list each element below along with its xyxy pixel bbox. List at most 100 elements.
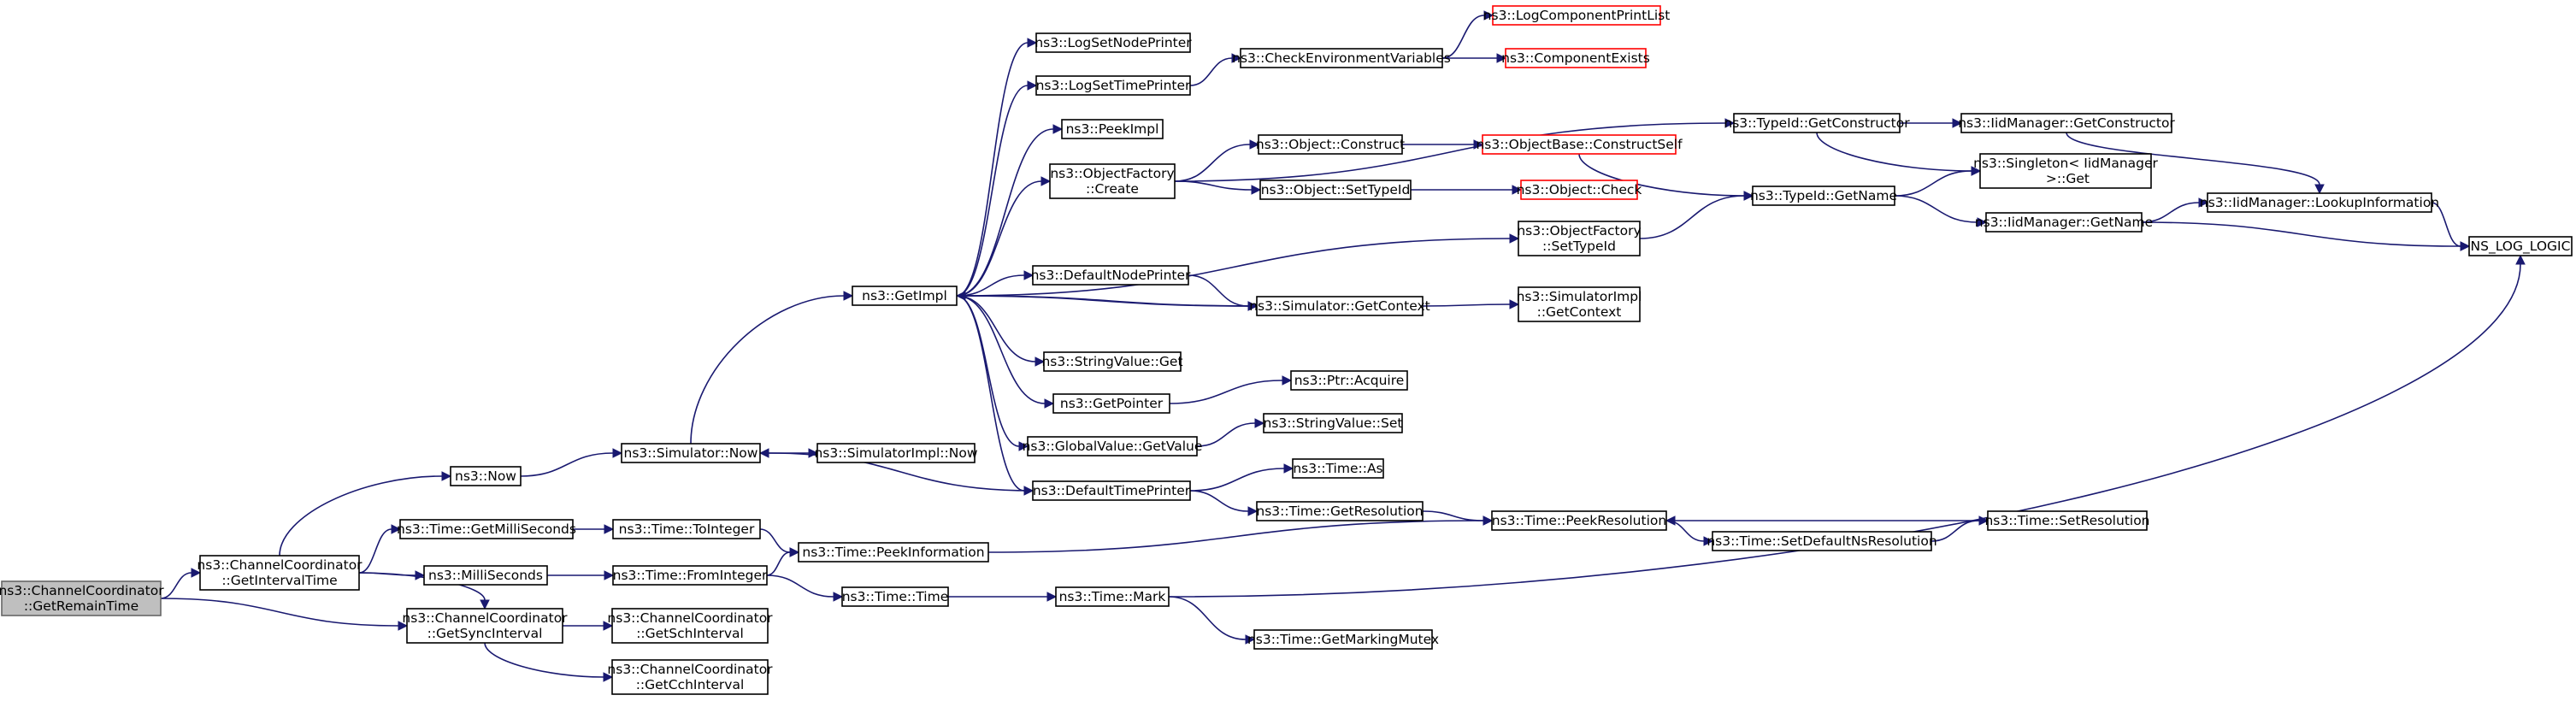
- node-root[interactable]: ns3::ChannelCoordinator::GetRemainTime: [0, 580, 164, 616]
- node-peek-info[interactable]: ns3::Time::PeekInformation: [798, 542, 989, 563]
- node-sim-now[interactable]: ns3::Simulator::Now: [621, 443, 761, 463]
- node-label: NS_LOG_LOGIC: [2471, 239, 2571, 255]
- node-milli[interactable]: ns3::MilliSeconds: [423, 565, 548, 586]
- edge-line: [2141, 221, 2461, 247]
- edge-line: [1174, 144, 1251, 182]
- node-peek-impl[interactable]: ns3::PeekImpl: [1061, 119, 1164, 139]
- node-label: ns3::PeekImpl: [1066, 121, 1159, 137]
- node-log-node[interactable]: ns3::LogSetNodePrinter: [1035, 32, 1192, 53]
- node-label: ns3::Time::As: [1293, 461, 1382, 476]
- node-set-def-ns[interactable]: ns3::Time::SetDefaultNsResolution: [1707, 531, 1937, 551]
- node-label-line: ::GetIntervalTime: [221, 573, 337, 588]
- node-get-res[interactable]: ns3::Time::GetResolution: [1256, 501, 1424, 521]
- node-get-impl[interactable]: ns3::GetImpl: [852, 286, 958, 306]
- node-peek-res[interactable]: ns3::Time::PeekResolution: [1491, 510, 1667, 531]
- node-get-mark-mutex[interactable]: ns3::Time::GetMarkingMutex: [1247, 629, 1439, 650]
- call-edge: [1174, 180, 1262, 195]
- node-type-id-get-name[interactable]: ns3::TypeId::GetName: [1750, 186, 1897, 206]
- node-sim-impl-get-context[interactable]: ns3::SimulatorImpl::GetContext: [1517, 286, 1642, 322]
- node-to-integer[interactable]: ns3::Time::ToInteger: [612, 519, 761, 539]
- node-box: [1049, 163, 1176, 199]
- call-edge: [758, 448, 1034, 492]
- node-label-line: ns3::Time::SetResolution: [1984, 513, 2149, 528]
- node-label-line: ns3::Object::Check: [1517, 182, 1642, 197]
- arrowhead-icon: [789, 547, 800, 557]
- node-ns-log-logic[interactable]: NS_LOG_LOGIC: [2468, 236, 2573, 256]
- edge-line: [956, 42, 1029, 297]
- node-box: [798, 542, 989, 563]
- node-def-node[interactable]: ns3::DefaultNodePrinter: [1031, 265, 1191, 286]
- call-edge: [1189, 490, 1259, 516]
- node-time-mark[interactable]: ns3::Time::Mark: [1055, 586, 1170, 607]
- node-get-cch[interactable]: ns3::ChannelCoordinator::GetCchInterval: [607, 659, 773, 695]
- node-label: ns3::Time::Time: [842, 589, 949, 604]
- node-label-line: ::Create: [1086, 181, 1139, 197]
- node-get-pointer[interactable]: ns3::GetPointer: [1052, 393, 1170, 414]
- node-gv-get-value[interactable]: ns3::GlobalValue::GetValue: [1023, 436, 1203, 457]
- node-label: ns3::LogComponentPrintList: [1483, 8, 1671, 23]
- node-sim-impl-now[interactable]: ns3::SimulatorImpl::Now: [814, 443, 978, 463]
- node-label: ns3::Object::SetTypeId: [1261, 182, 1411, 197]
- node-box: [1259, 180, 1412, 200]
- node-obj-set-type-id[interactable]: ns3::Object::SetTypeId: [1259, 180, 1412, 200]
- node-box: [1258, 134, 1403, 155]
- node-label-line: ::SetTypeId: [1542, 239, 1616, 254]
- node-obj-check[interactable]: ns3::Object::Check: [1517, 180, 1642, 200]
- call-edge: [279, 471, 452, 557]
- node-obj-construct[interactable]: ns3::Object::Construct: [1256, 134, 1405, 155]
- node-label-line: ns3::SimulatorImpl::Now: [814, 445, 977, 461]
- node-now[interactable]: ns3::Now: [450, 466, 522, 486]
- call-edge: [1189, 53, 1242, 86]
- edge-line: [1189, 490, 1249, 512]
- node-label: ns3::Singleton< IidManager >::Get: [1973, 156, 2158, 186]
- edge-line: [484, 642, 604, 678]
- edge-line: [956, 238, 1511, 297]
- node-time-as[interactable]: ns3::Time::As: [1292, 458, 1384, 479]
- node-iid-get-name[interactable]: ns3::IidManager::GetName: [1975, 212, 2153, 233]
- arrowhead-icon: [1283, 463, 1294, 474]
- node-str-get[interactable]: ns3::StringValue::Get: [1041, 351, 1183, 372]
- node-get-interval[interactable]: ns3::ChannelCoordinator::GetIntervalTime: [197, 555, 363, 591]
- node-comp-exists[interactable]: ns3::ComponentExists: [1501, 48, 1650, 68]
- node-singleton-get[interactable]: ns3::Singleton< IidManager >::Get: [1973, 153, 2159, 189]
- node-str-set[interactable]: ns3::StringValue::Set: [1263, 413, 1403, 433]
- arrowhead-icon: [441, 471, 452, 481]
- node-check-env[interactable]: ns3::CheckEnvironmentVariables: [1232, 48, 1451, 68]
- node-label-line: ns3::ObjectFactory: [1050, 166, 1174, 181]
- node-obj-fact-create[interactable]: ns3::ObjectFactory::Create: [1049, 163, 1176, 199]
- edge-line: [956, 274, 1025, 297]
- node-type-id-get-cons[interactable]: ns3::TypeId::GetConstructor: [1724, 113, 1910, 133]
- node-iid-get-cons[interactable]: ns3::IidManager::GetConstructor: [1958, 113, 2175, 133]
- node-log-time[interactable]: ns3::LogSetTimePrinter: [1035, 75, 1191, 96]
- node-label-line: ns3::GlobalValue::GetValue: [1023, 439, 1203, 454]
- node-from-integer[interactable]: ns3::Time::FromInteger: [612, 565, 768, 586]
- node-obj-fact-set-type-id[interactable]: ns3::ObjectFactory::SetTypeId: [1517, 221, 1642, 256]
- edge-line: [2066, 132, 2320, 186]
- node-label: ns3::ObjectBase::ConstructSelf: [1476, 137, 1683, 152]
- node-ptr-acquire[interactable]: ns3::Ptr::Acquire: [1290, 370, 1408, 391]
- node-get-sch[interactable]: ns3::ChannelCoordinator::GetSchInterval: [607, 608, 773, 644]
- arrowhead-icon: [1245, 634, 1256, 645]
- node-iid-lookup[interactable]: ns3::IidManager::LookupInformation: [2200, 192, 2439, 213]
- node-label: ns3::DefaultTimePrinter: [1033, 483, 1191, 498]
- node-box: [852, 286, 958, 306]
- node-log-comp-list[interactable]: ns3::LogComponentPrintList: [1483, 5, 1671, 26]
- node-get-milli[interactable]: ns3::Time::GetMilliSeconds: [397, 519, 576, 539]
- node-def-time[interactable]: ns3::DefaultTimePrinter: [1032, 480, 1191, 501]
- node-box: [1027, 436, 1198, 457]
- node-label: ns3::Object::Check: [1517, 182, 1642, 197]
- node-obj-base-construct[interactable]: ns3::ObjectBase::ConstructSelf: [1476, 134, 1683, 155]
- node-sim-get-context[interactable]: ns3::Simulator::GetContext: [1249, 296, 1430, 316]
- node-box: [1518, 221, 1641, 256]
- arrowhead-icon: [833, 592, 844, 602]
- arrowhead-icon: [604, 570, 615, 580]
- node-time-time[interactable]: ns3::Time::Time: [841, 586, 949, 607]
- node-get-sync[interactable]: ns3::ChannelCoordinator::GetSyncInterval: [402, 608, 568, 644]
- node-label: ns3::Time::PeekInformation: [802, 545, 984, 560]
- arrowhead-icon: [2515, 254, 2526, 265]
- call-edge: [1422, 299, 1520, 309]
- node-box: [612, 565, 768, 586]
- node-set-res[interactable]: ns3::Time::SetResolution: [1984, 510, 2150, 531]
- arrowhead-icon: [2314, 184, 2325, 195]
- node-box: [1960, 113, 2172, 133]
